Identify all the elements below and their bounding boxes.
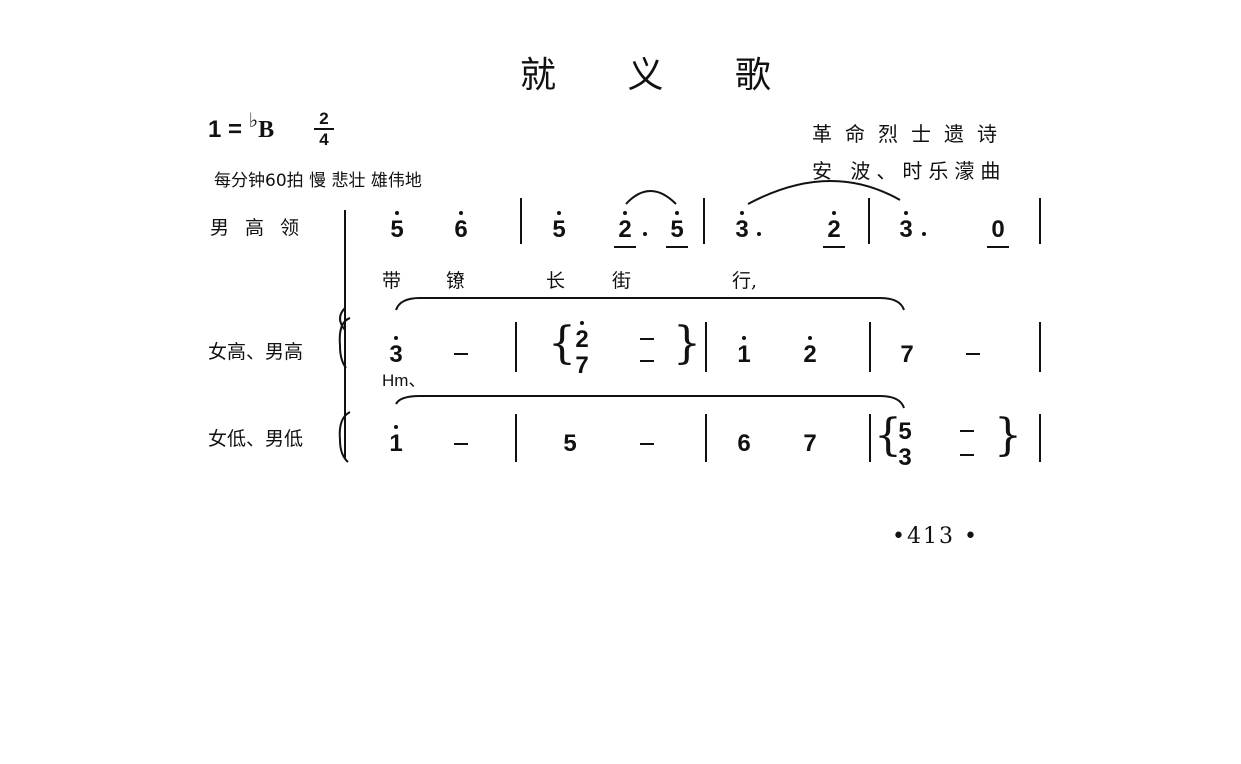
note: 3 bbox=[893, 211, 919, 242]
lyric: 带 bbox=[382, 270, 402, 292]
augmentation-dot bbox=[757, 232, 761, 236]
note: 5 bbox=[384, 211, 410, 242]
dash bbox=[454, 443, 468, 445]
dash bbox=[640, 338, 654, 340]
note: 5 bbox=[563, 430, 577, 457]
dash bbox=[640, 443, 654, 445]
note: 5 bbox=[898, 418, 912, 445]
lyric: 镣 bbox=[446, 270, 466, 292]
note: 7 bbox=[803, 430, 817, 457]
lyricist-credit: 革命烈士遗诗 bbox=[812, 122, 1010, 146]
key-note: B bbox=[258, 117, 275, 143]
dash bbox=[966, 353, 980, 355]
dash bbox=[960, 454, 974, 456]
note: 5 bbox=[546, 211, 572, 242]
part-label-alto-bass: 女低、男低 bbox=[208, 428, 304, 450]
dash bbox=[454, 353, 468, 355]
note: 2 bbox=[821, 211, 847, 248]
hum-syllable: Hm、 bbox=[382, 371, 426, 390]
note: 1 bbox=[383, 425, 409, 456]
chord-brace-open: { bbox=[548, 318, 576, 369]
lyric: 长 bbox=[546, 270, 566, 292]
note: 7 bbox=[900, 341, 914, 368]
chord-brace-close: } bbox=[994, 410, 1022, 461]
part-label-soprano-tenor: 女高、男高 bbox=[208, 341, 304, 363]
lyric: 行, bbox=[732, 270, 758, 292]
note: 6 bbox=[737, 430, 751, 457]
flat-sign: ♭ bbox=[248, 110, 259, 132]
chord-brace-open: { bbox=[874, 410, 902, 461]
slur bbox=[747, 179, 901, 205]
dash bbox=[960, 430, 974, 432]
note: 3 bbox=[898, 444, 912, 471]
phrase-bracket bbox=[395, 395, 905, 409]
note: 3 bbox=[383, 336, 409, 367]
key-prefix: 1 = bbox=[208, 116, 243, 143]
system-bracket-curl bbox=[339, 307, 346, 331]
note: 6 bbox=[448, 211, 474, 242]
note: 5 bbox=[664, 211, 690, 248]
staff-brace bbox=[338, 317, 351, 369]
tempo-marking: 每分钟60拍 慢 悲壮 雄伟地 bbox=[214, 171, 422, 191]
note: 7 bbox=[575, 352, 589, 379]
time-signature-line bbox=[314, 128, 334, 130]
page-title: 就 义 歌 bbox=[520, 55, 801, 96]
note: 3 bbox=[729, 211, 755, 242]
phrase-bracket bbox=[395, 297, 905, 311]
rest: 0 bbox=[985, 218, 1011, 248]
note: 2 bbox=[569, 321, 595, 352]
time-signature-bottom: 4 bbox=[319, 130, 329, 149]
time-signature-top: 2 bbox=[319, 109, 329, 128]
staff-brace bbox=[338, 411, 351, 463]
augmentation-dot bbox=[643, 232, 647, 236]
augmentation-dot bbox=[922, 232, 926, 236]
dash bbox=[640, 360, 654, 362]
composer-credit: 安 波、时乐濛曲 bbox=[812, 159, 1007, 183]
chord-brace-close: } bbox=[673, 318, 701, 369]
key-signature: 1 = ♭B bbox=[208, 110, 275, 144]
slur bbox=[625, 190, 677, 205]
note: 2 bbox=[797, 336, 823, 367]
time-signature: 2 4 bbox=[314, 110, 334, 148]
page-number: •413 • bbox=[892, 524, 979, 549]
part-label-tenor-lead: 男高领 bbox=[210, 217, 316, 239]
note: 2 bbox=[612, 211, 638, 248]
lyric: 街 bbox=[612, 270, 632, 292]
note: 1 bbox=[731, 336, 757, 367]
